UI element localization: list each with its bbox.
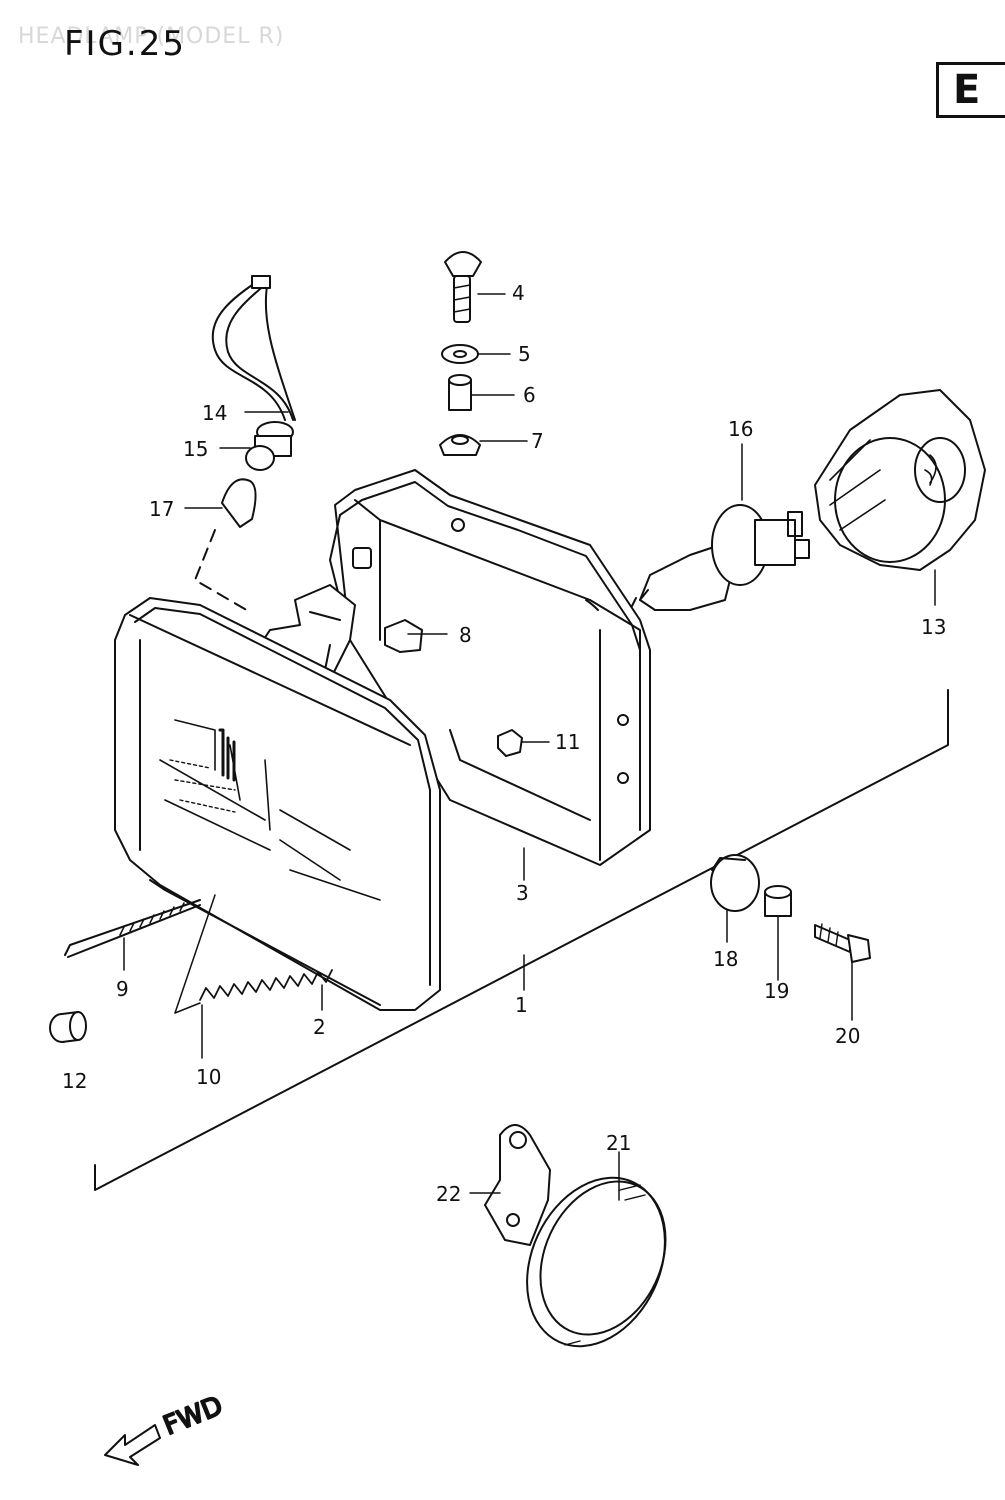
ghost-title: HEADLAMP (MODEL R) [18,24,285,49]
socket-cap [814,389,986,571]
callout-6: 6 [523,383,536,407]
callout-11: 11 [555,730,580,754]
collar-6 [448,374,472,411]
section-tag: E [936,62,1005,118]
callout-9: 9 [116,977,129,1001]
assembly-bracket [94,689,949,1191]
callout-8: 8 [459,623,472,647]
bolt-20 [814,923,871,963]
callout-10: 10 [196,1065,221,1089]
leader-lines [123,293,936,1201]
callout-21: 21 [606,1131,631,1155]
figure-number: FIG.25 [64,24,187,64]
bulb-assembly [631,504,810,611]
callout-15: 15 [183,437,208,461]
callout-17: 17 [149,497,174,521]
bulb-17 [221,478,257,528]
callout-20: 20 [835,1024,860,1048]
callout-16: 16 [728,417,753,441]
wire-harness-14 [211,275,296,421]
callout-5: 5 [518,342,531,366]
callout-3: 3 [516,881,529,905]
callout-labels: 1 2 3 4 5 6 7 8 9 10 11 12 13 14 15 16 1… [62,281,946,1206]
callout-12: 12 [62,1069,87,1093]
fwd-label: FWD [159,1391,227,1442]
adjust-screw-9 [64,899,201,958]
housing [329,469,651,866]
callout-2: 2 [313,1015,326,1039]
callout-13: 13 [921,615,946,639]
washer-5 [441,344,479,364]
bracket-22 [484,1124,551,1246]
callout-4: 4 [512,281,525,305]
cap-18 [710,854,760,912]
callout-1: 1 [515,993,528,1017]
callout-14: 14 [202,401,227,425]
spring-10 [199,969,333,1001]
nut-11 [497,729,523,757]
sealed-beam-unit [114,597,441,1011]
collar-12 [49,1011,87,1043]
collar-19 [764,885,792,917]
callout-18: 18 [713,947,738,971]
reflector-21 [526,1176,667,1348]
fwd-arrow-icon [104,1424,161,1466]
lamp-socket-15 [245,421,294,471]
grommet-7 [439,434,481,456]
callout-19: 19 [764,979,789,1003]
clip-nut-8 [384,619,423,653]
screw-4 [444,251,482,323]
callout-7: 7 [531,429,544,453]
callout-22: 22 [436,1182,461,1206]
